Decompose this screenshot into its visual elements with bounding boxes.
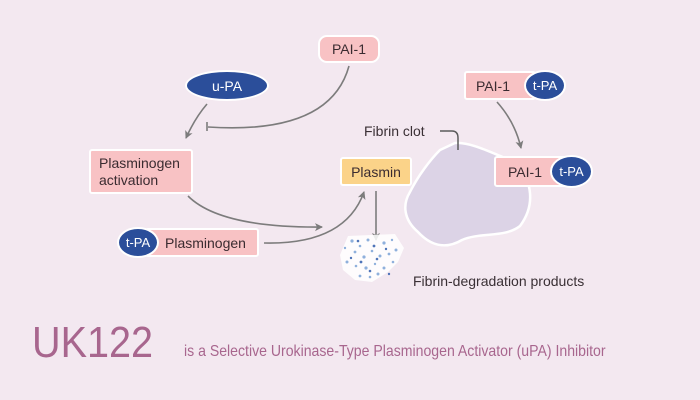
node-upa: u-PA xyxy=(185,70,269,101)
node-pai1-complex-top-label: PAI-1 xyxy=(476,77,510,94)
node-plasminogen-activation-line2: activation xyxy=(99,171,159,188)
arrow-plasminogen-to-plasmin xyxy=(263,191,366,244)
node-pai1-label: PAI-1 xyxy=(332,41,366,57)
node-plasmin-label: Plasmin xyxy=(351,163,401,180)
inhibition-pai1-to-activation xyxy=(207,65,350,129)
node-plasminogen-activation-line1: Plasminogen xyxy=(99,154,180,171)
node-tpa-complex-top: t-PA xyxy=(524,70,566,101)
arrow-upa-to-activation xyxy=(185,103,208,139)
node-tpa-left-label: t-PA xyxy=(125,235,151,250)
label-fibrin-clot: Fibrin clot xyxy=(364,123,425,139)
node-plasmin: Plasmin xyxy=(340,157,412,186)
fibrin-fragments xyxy=(340,234,404,282)
node-plasminogen-label: Plasminogen xyxy=(165,234,246,251)
caption-description: is a Selective Urokinase-Type Plasminoge… xyxy=(184,343,606,360)
node-plasminogen: Plasminogen xyxy=(145,228,259,257)
label-fibrin-degradation-products: Fibrin-degradation products xyxy=(413,273,585,289)
node-upa-label: u-PA xyxy=(211,77,243,94)
caption-compound: UK122 xyxy=(32,318,154,367)
arrow-complex-to-clot xyxy=(496,101,524,149)
fibrin-clot-pointer xyxy=(440,130,459,150)
node-tpa-complex-top-label: t-PA xyxy=(532,78,558,93)
node-tpa-complex-right: t-PA xyxy=(550,155,593,188)
node-plasminogen-activation: Plasminogen activation xyxy=(89,149,193,194)
node-tpa-complex-right-label: t-PA xyxy=(559,164,584,179)
node-pai1-complex-right-label: PAI-1 xyxy=(508,163,542,180)
node-tpa-left: t-PA xyxy=(117,227,159,258)
arrow-activation-to-plasmin xyxy=(187,195,323,232)
node-pai1: PAI-1 xyxy=(318,35,380,63)
